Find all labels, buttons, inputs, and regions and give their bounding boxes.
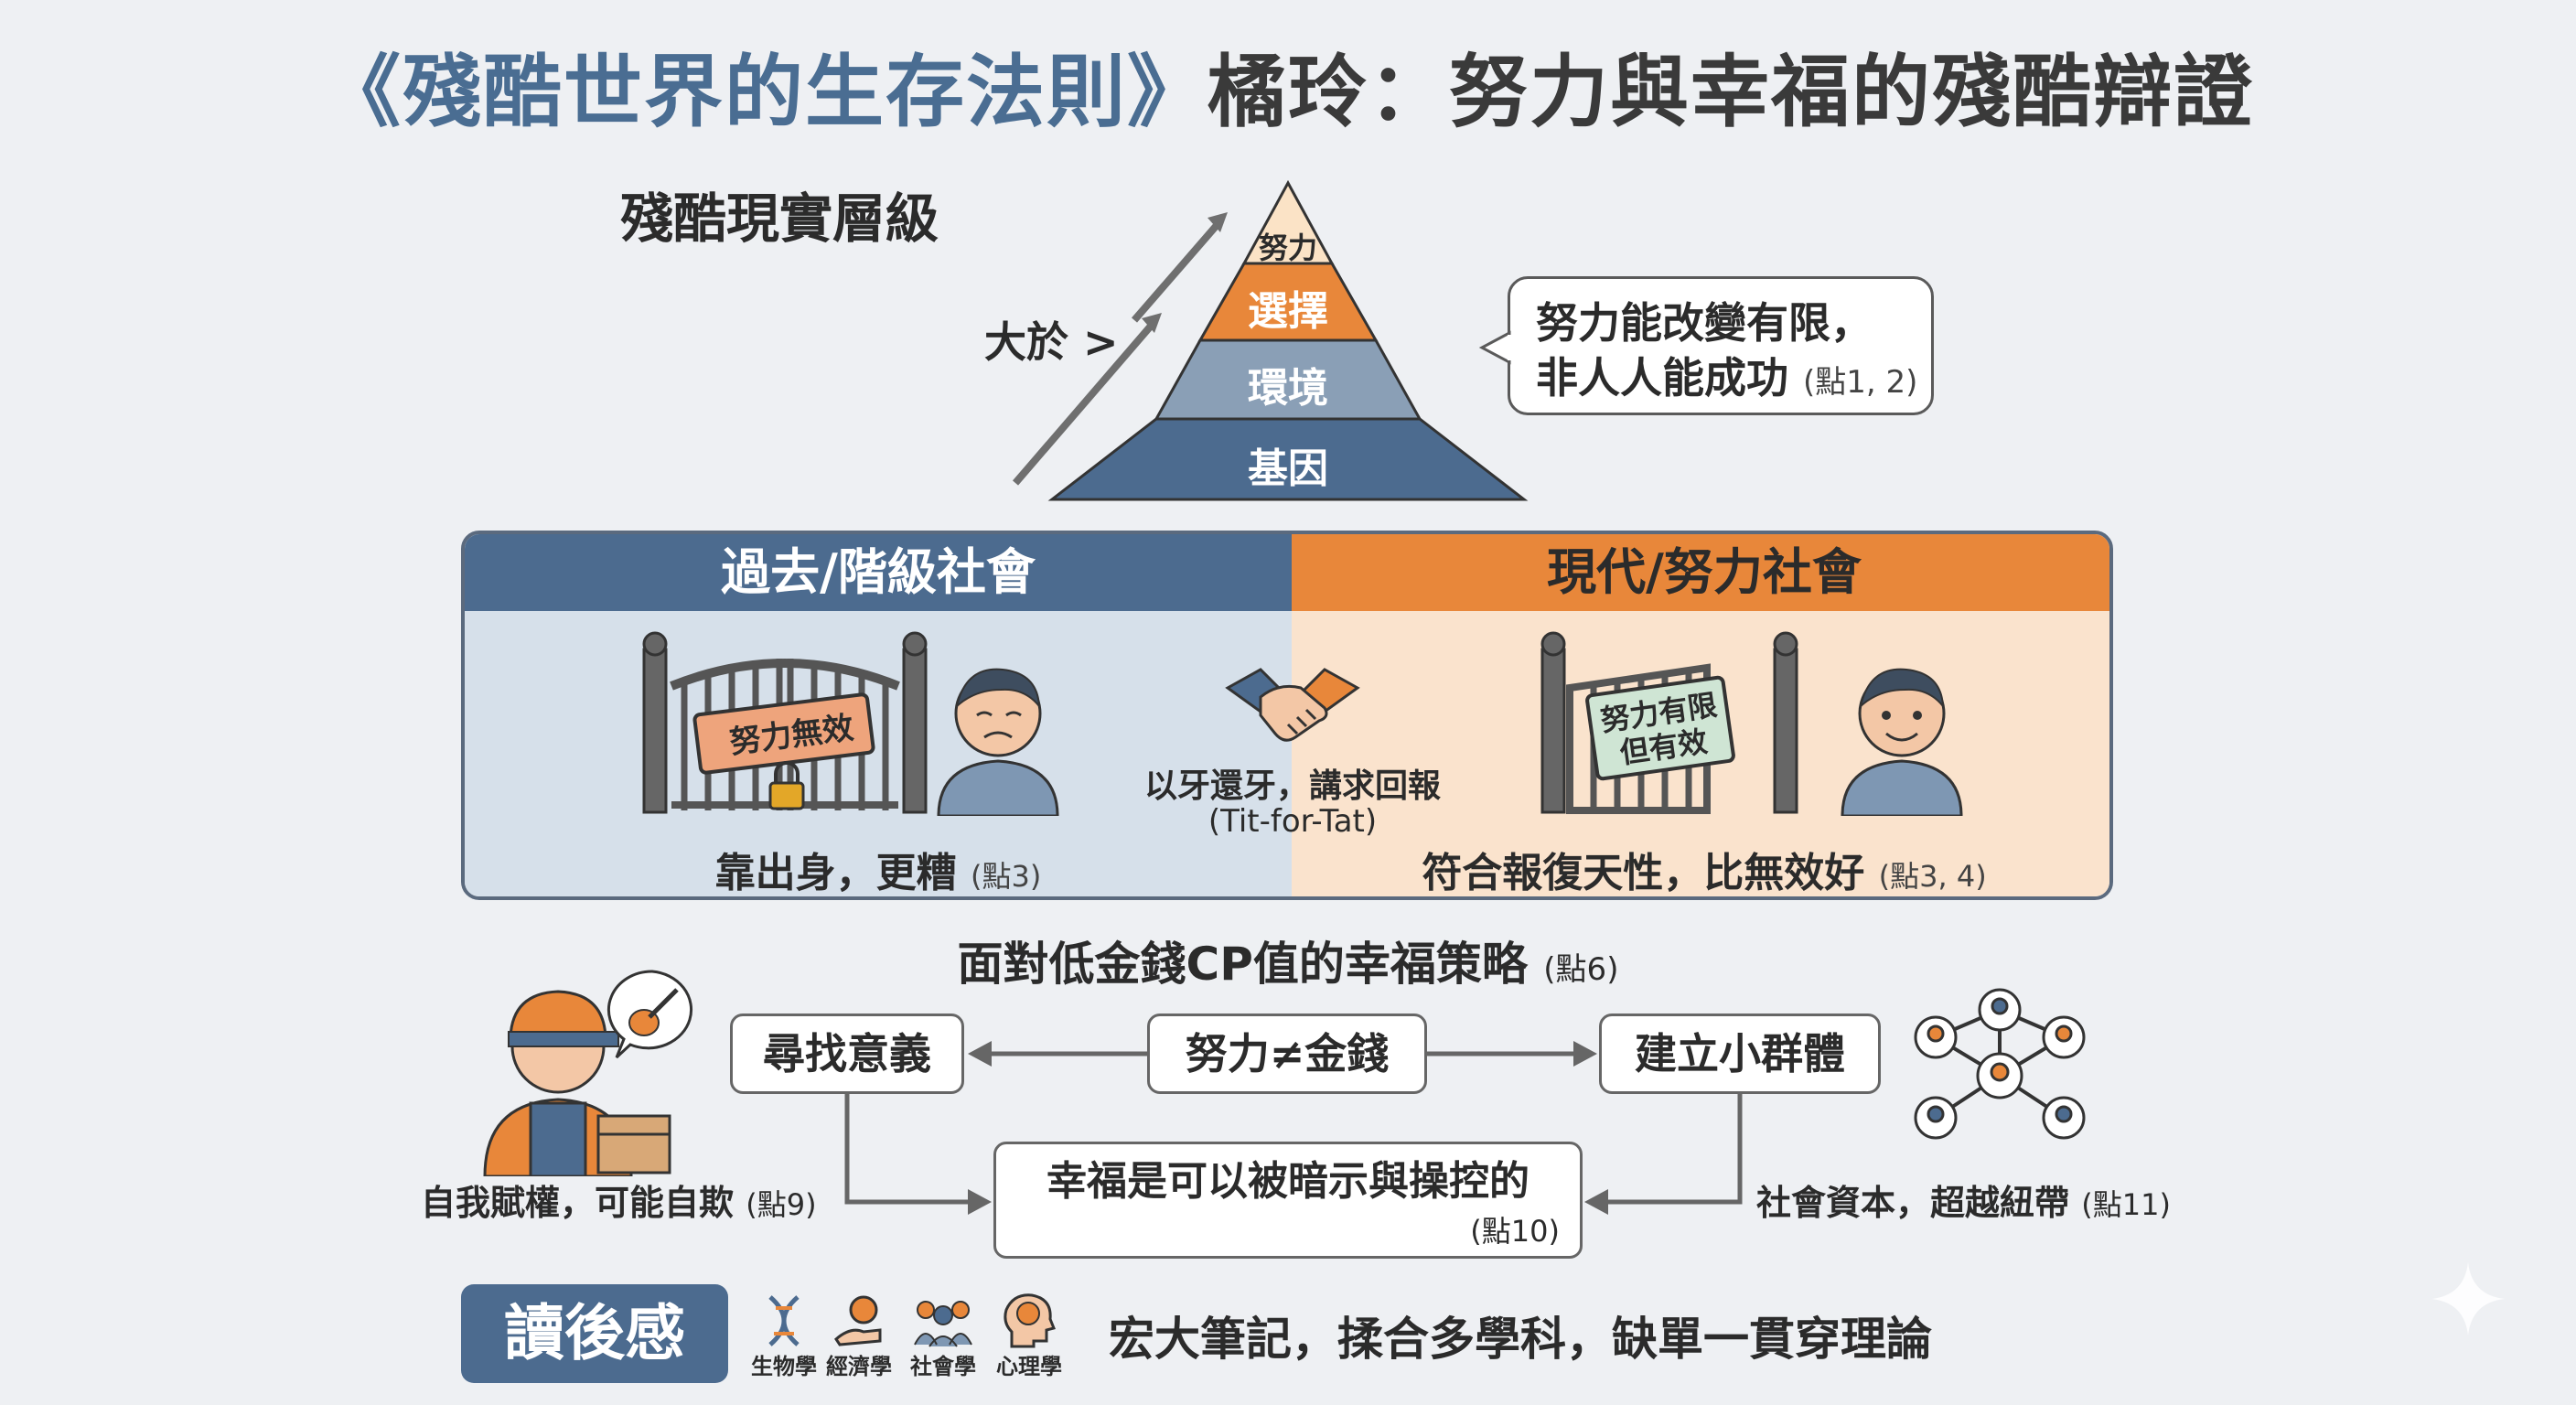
strategy-title-ref: (點6): [1543, 951, 1619, 988]
strategy-title: 面對低金錢CP值的幸福策略 (點6): [0, 928, 2576, 993]
greater-than-label: 大於 >: [984, 317, 1119, 367]
arrow-up-icon: [1012, 313, 1162, 486]
pyramid-level-effort: 努力: [1258, 231, 1317, 265]
callout-line-2: 非人人能成功: [1536, 353, 1788, 402]
happiness-manipulable-ref: (點10): [1470, 1214, 1560, 1249]
pyramid-level-genes: 基因: [1248, 445, 1328, 492]
effort-not-money-box: 努力≠金錢: [1147, 1014, 1427, 1094]
locked-gate-icon: [642, 631, 928, 814]
callout-ref: (點1, 2): [1803, 364, 1918, 401]
past-caption-text: 靠出身，更糟: [714, 850, 957, 896]
pyramid-level-environment: 環境: [1248, 365, 1328, 412]
past-caption: 靠出身，更糟 (點3): [465, 840, 1292, 896]
sad-person-icon: [937, 668, 1059, 816]
open-gate-icon: [1540, 631, 1798, 814]
modern-society-header: 現代/努力社會: [1292, 534, 2109, 611]
past-society-header: 過去/階級社會: [465, 534, 1292, 611]
self-empowerment-ref: (點9): [746, 1187, 817, 1222]
dna-icon: [768, 1295, 800, 1346]
arrow-right-icon: [968, 1189, 992, 1215]
guitar-icon: [606, 970, 693, 1059]
handshake-icon: [1225, 668, 1360, 742]
arrow-up-icon: [1131, 212, 1228, 323]
book-title: 《殘酷世界的生存法則》: [322, 47, 1208, 138]
arrow-left-icon: [1584, 1189, 1608, 1215]
modern-caption-ref: (點3, 4): [1878, 859, 1987, 894]
find-meaning-box: 尋找意義: [730, 1014, 964, 1094]
comparison-panel: 過去/階級社會 現代/努力社會 努力無效 靠出身，更糟 (點3): [461, 531, 2113, 900]
discipline-biology: 生物學: [751, 1354, 817, 1379]
pyramid-diagram: [1012, 179, 1529, 501]
arrow-right-icon: [1573, 1041, 1597, 1067]
pyramid-level-choice: 選擇: [1248, 288, 1328, 335]
discipline-psychology: 心理學: [996, 1354, 1062, 1379]
discipline-sociology: 社會學: [910, 1354, 976, 1379]
delivery-worker-icon: [483, 990, 671, 1176]
happiness-manipulable-text: 幸福是可以被暗示與操控的: [1046, 1158, 1530, 1205]
happiness-manipulable-box: 幸福是可以被暗示與操控的 (點10): [993, 1142, 1583, 1259]
modern-caption-text: 符合報復天性，比無效好: [1422, 850, 1865, 896]
happy-person-icon: [1841, 668, 1963, 816]
arrow-left-icon: [968, 1041, 992, 1067]
social-capital-text: 社會資本，超越紐帶: [1756, 1183, 2070, 1223]
tit-for-tat-line1: 以牙還牙，講求回報: [1143, 767, 1441, 805]
hierarchy-label: 殘酷現實層級: [620, 188, 939, 250]
network-people-icon: [1914, 988, 2086, 1140]
strategy-title-text: 面對低金錢CP值的幸福策略: [957, 938, 1528, 991]
social-capital-ref: (點11): [2081, 1187, 2171, 1222]
tit-for-tat-line2: (Tit-for-Tat): [1208, 803, 1378, 840]
modern-caption: 符合報復天性，比無效好 (點3, 4): [1292, 840, 2109, 896]
social-capital-caption: 社會資本，超越紐帶 (點11): [1756, 1174, 2171, 1225]
people-group-icon: [914, 1301, 972, 1347]
money-hand-icon: [834, 1295, 882, 1346]
sparkle-icon: [2431, 1262, 2505, 1335]
callout-line-1: 努力能改變有限，: [1536, 298, 1873, 348]
self-empowerment-caption: 自我賦權，可能自欺 (點9): [421, 1174, 817, 1225]
build-small-group-box: 建立小群體: [1599, 1014, 1881, 1094]
effort-callout: 努力能改變有限， 非人人能成功 (點1, 2): [1508, 276, 1934, 415]
review-summary: 宏大筆記，揉合多學科，缺單一貫穿理論: [1109, 1313, 1932, 1366]
pyramid-tier-genes: [1047, 417, 1529, 501]
callout-pointer: [1478, 330, 1513, 365]
past-society-body: [465, 611, 1292, 896]
page-title: 《殘酷世界的生存法則》橘玲：努力與幸福的殘酷辯證: [0, 27, 2576, 142]
subtitle: 橘玲：努力與幸福的殘酷辯證: [1208, 47, 2254, 138]
past-caption-ref: (點3): [970, 859, 1042, 894]
brain-head-icon: [1004, 1293, 1056, 1348]
review-badge: 讀後感: [461, 1284, 728, 1383]
discipline-economics: 經濟學: [826, 1354, 892, 1379]
self-empowerment-text: 自我賦權，可能自欺: [421, 1183, 735, 1223]
